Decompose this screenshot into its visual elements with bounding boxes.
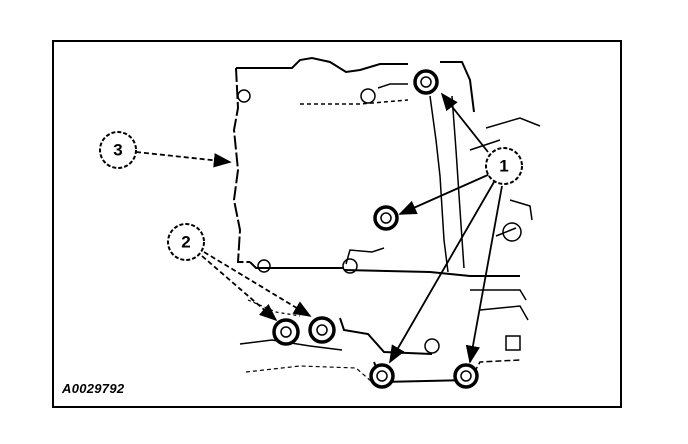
callout-3-label: 3 xyxy=(113,141,122,160)
bolt-1c xyxy=(369,363,395,389)
callout-2-leaders xyxy=(201,251,312,322)
bolt-2b xyxy=(308,316,336,344)
figure-id-label: A0029792 xyxy=(62,381,125,396)
bolt-1a xyxy=(413,69,439,95)
callout-2: 2 xyxy=(167,223,205,261)
bolt-centers-2 xyxy=(280,324,328,338)
callout-3: 3 xyxy=(99,131,137,169)
callout-3-leader xyxy=(135,151,232,168)
bolt-group-1 xyxy=(369,69,479,389)
callout-1-leaders xyxy=(389,92,503,364)
bolt-centers-1 xyxy=(376,76,472,382)
bolt-1d xyxy=(453,363,479,389)
bolt-1b xyxy=(373,205,399,231)
callout-2-label: 2 xyxy=(181,233,190,252)
figure-frame xyxy=(52,40,622,408)
bolt-group-2 xyxy=(272,316,336,346)
bolt-2a xyxy=(272,318,300,346)
callout-1-label: 1 xyxy=(499,157,508,176)
housing-fixtures xyxy=(237,88,522,354)
callout-1: 1 xyxy=(485,147,523,185)
